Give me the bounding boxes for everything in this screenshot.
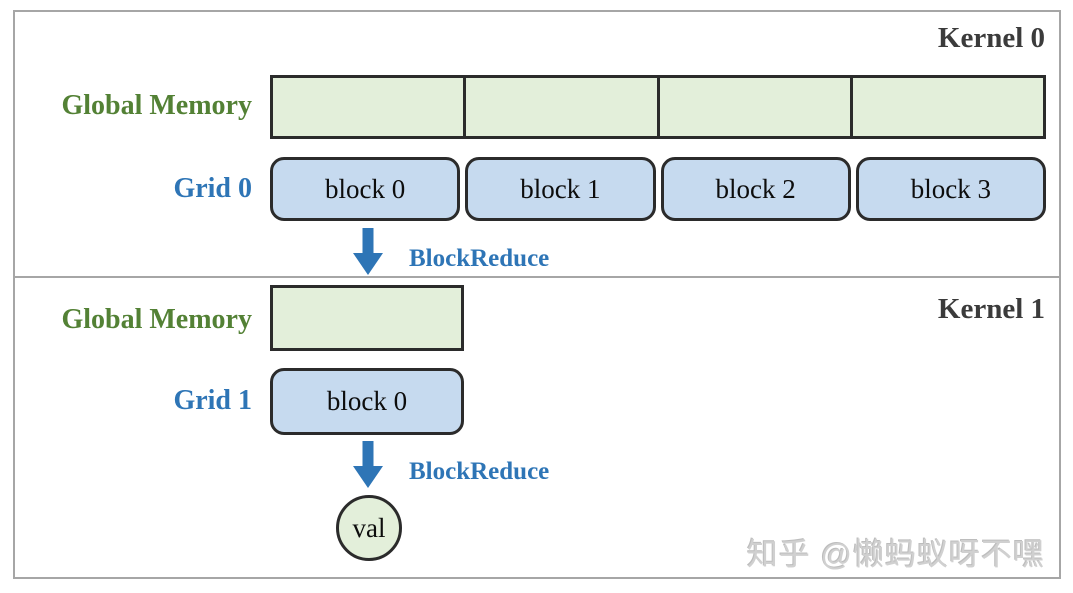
block-1: block 1 (465, 157, 656, 221)
blockreduce-group-1: BlockReduce (353, 441, 549, 488)
memory-segment (273, 78, 463, 136)
grid-1-blocks-row: block 0 (270, 368, 464, 435)
down-arrow-icon (353, 441, 383, 488)
block-0: block 0 (270, 157, 461, 221)
grid-0-label: Grid 0 (173, 173, 252, 204)
global-memory-label-1: Global Memory (61, 304, 252, 335)
kernel-1-label: Kernel 1 (937, 293, 1045, 325)
grid-0-blocks-row: block 0 block 1 block 2 block 3 (270, 157, 1046, 221)
global-memory-bar-1 (270, 285, 464, 351)
global-memory-label-0: Global Memory (61, 90, 252, 121)
zhihu-watermark: 知乎 @懒蚂蚁呀不嘿 (746, 537, 1045, 572)
kernel-0-label: Kernel 0 (937, 22, 1045, 54)
val-circle: val (336, 495, 402, 561)
kernel-1-panel: Kernel 1 Global Memory Grid 1 block 0 Bl… (13, 276, 1061, 579)
block-0: block 0 (270, 368, 464, 435)
block-3: block 3 (855, 157, 1046, 221)
grid-1-label: Grid 1 (173, 385, 252, 416)
block-2: block 2 (660, 157, 851, 221)
down-arrow-icon (353, 228, 383, 275)
global-memory-bar-0 (270, 75, 1046, 139)
memory-segment (273, 288, 461, 348)
blockreduce-label-0: BlockReduce (409, 245, 550, 272)
memory-segment (656, 78, 850, 136)
blockreduce-label-1: BlockReduce (409, 458, 550, 485)
memory-segment (849, 78, 1043, 136)
kernel-0-panel: Kernel 0 Global Memory Grid 0 block 0 bl… (13, 10, 1061, 278)
val-label: val (352, 512, 386, 543)
blockreduce-group-0: BlockReduce (353, 228, 549, 275)
memory-segment (463, 78, 656, 136)
